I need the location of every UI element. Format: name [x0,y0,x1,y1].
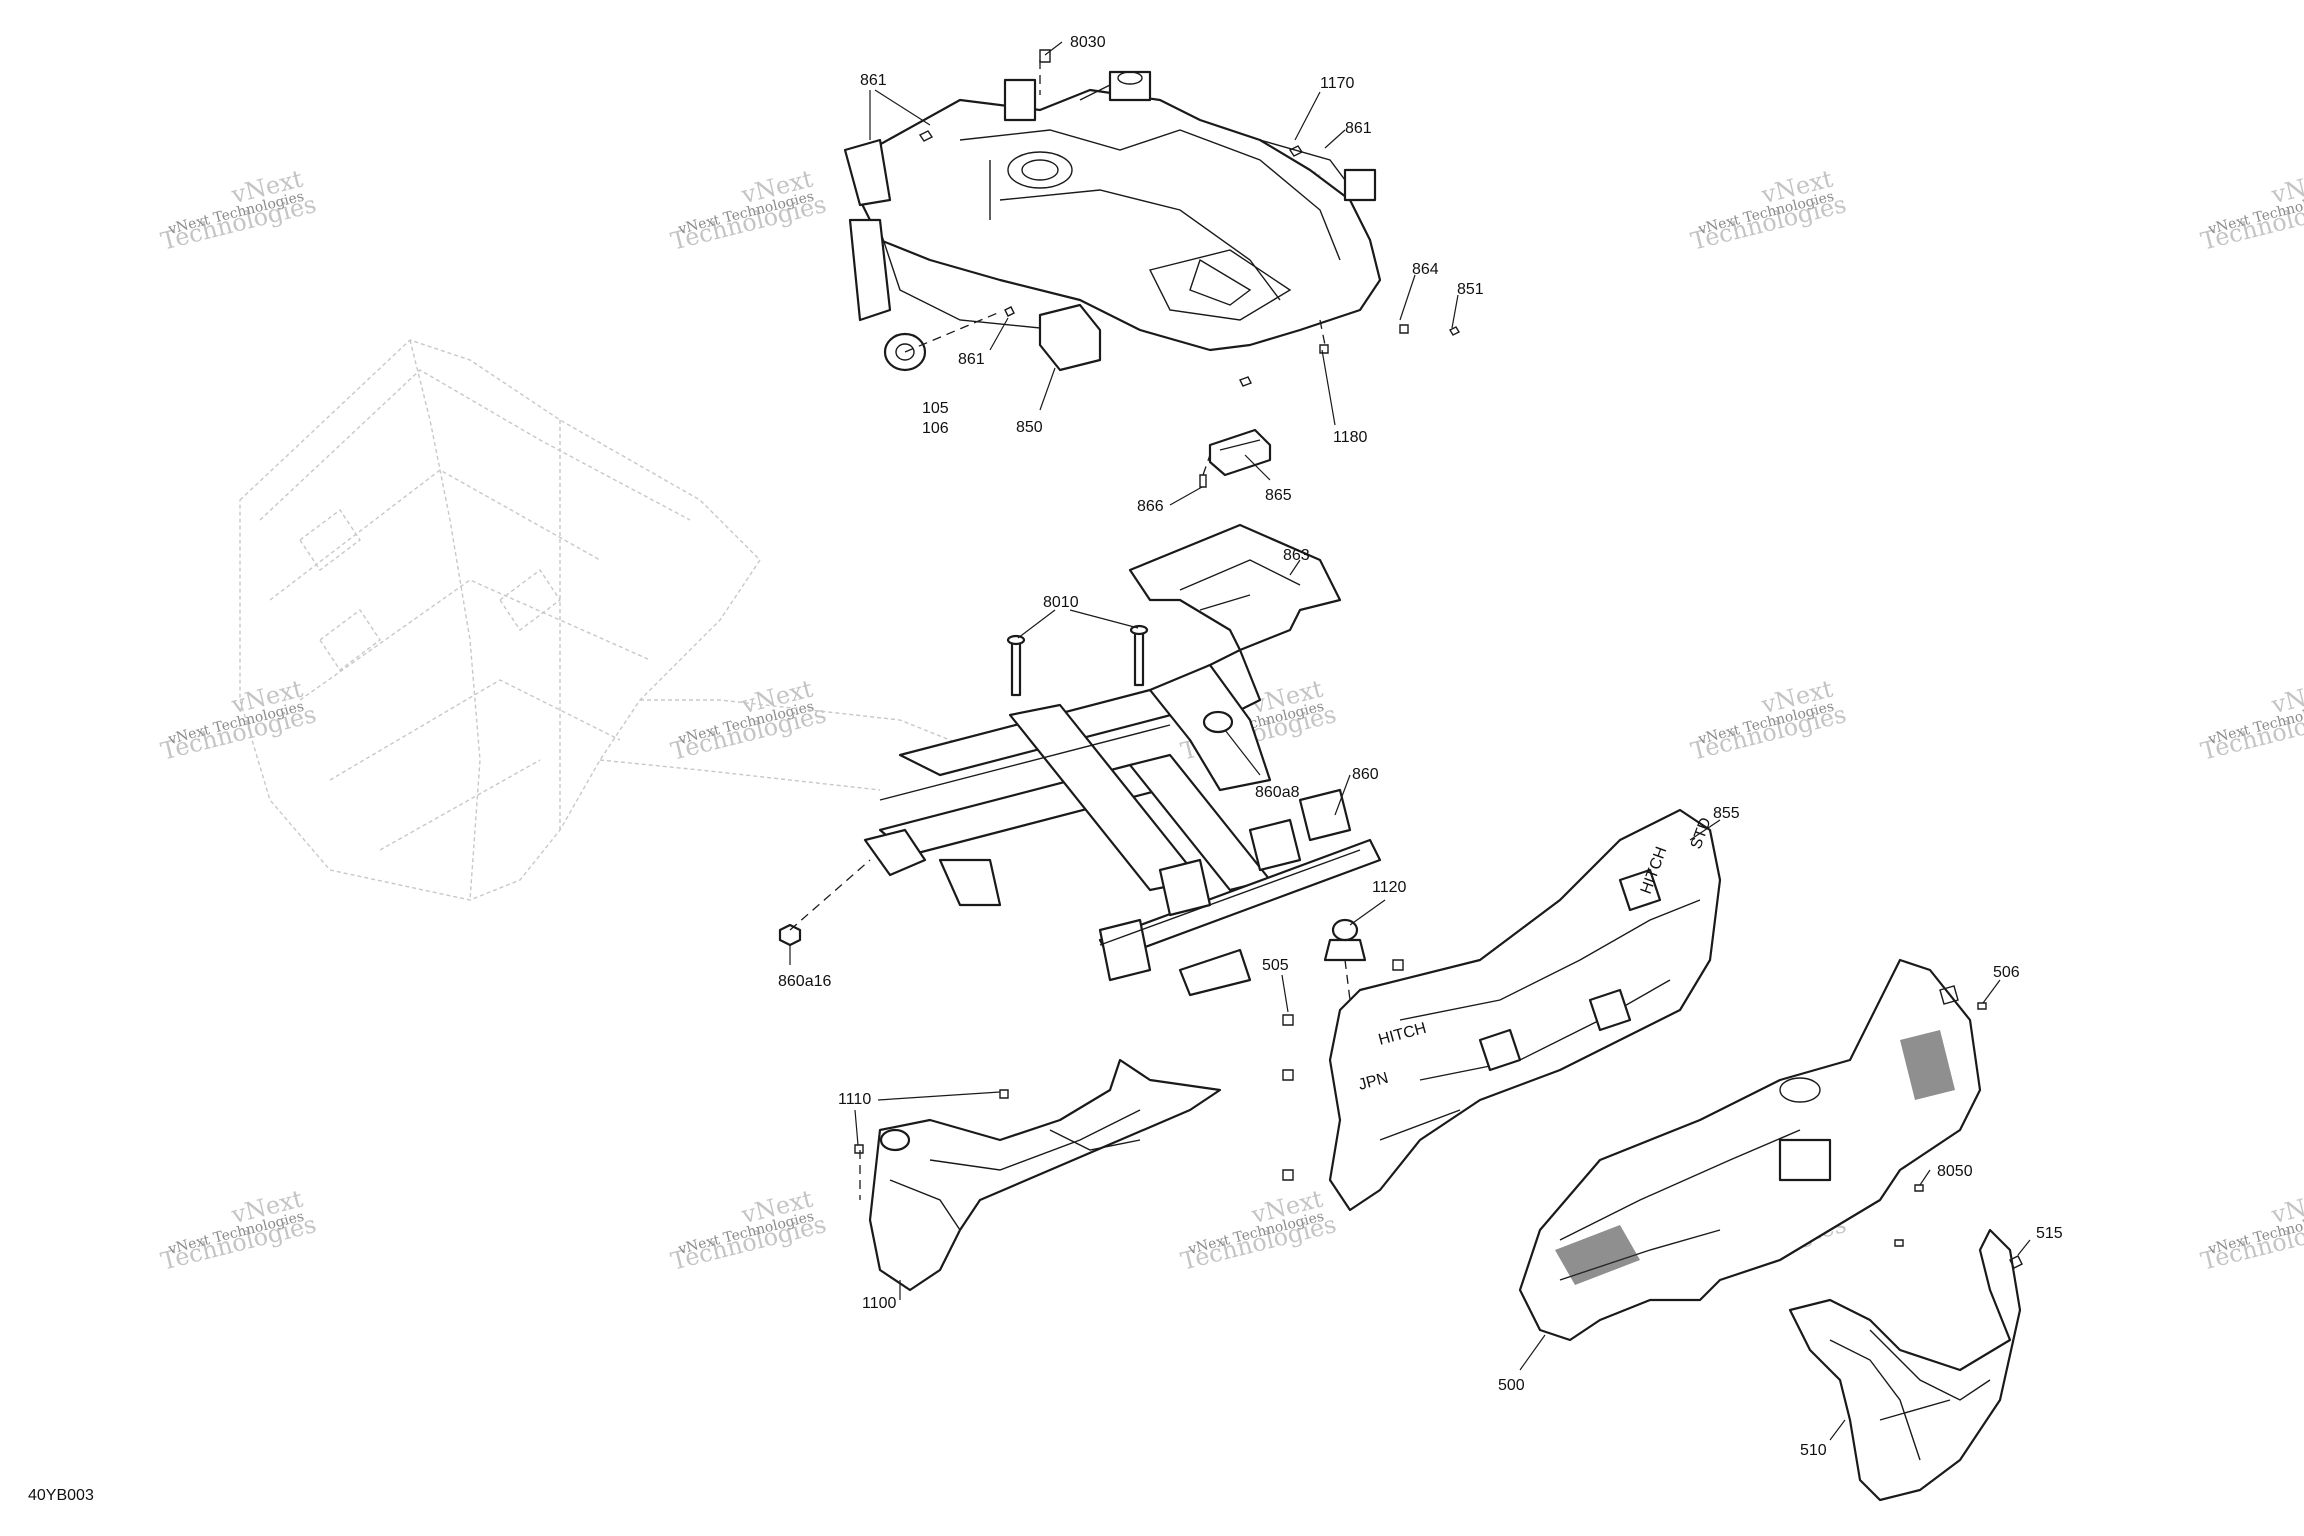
leader-lines [789,41,2031,1441]
callout-1120[interactable]: 1120 [1372,879,1407,896]
rear-mount-855: HITCH STD HITCH JPN [1282,808,1722,1212]
callout-863[interactable]: 863 [1283,547,1310,564]
callout-1180[interactable]: 1180 [1333,429,1368,446]
rear-fascia-500 [1518,958,1987,1342]
callout-1100[interactable]: 1100 [862,1295,897,1312]
callout-865[interactable]: 865 [1265,487,1292,504]
callout-855[interactable]: 855 [1713,805,1740,822]
callout-866[interactable]: 866 [1137,498,1164,515]
side-trim-510 [1788,1228,2023,1502]
bracket-865 [1199,428,1272,488]
callout-850[interactable]: 850 [1016,419,1043,436]
callout-8050[interactable]: 8050 [1937,1163,1973,1180]
callout-8030[interactable]: 8030 [1070,34,1106,51]
rear-cargo-tub [843,49,1460,387]
callout-505[interactable]: 505 [1262,957,1289,974]
callout-500[interactable]: 500 [1498,1377,1525,1394]
ghost-chassis-frame [239,339,1001,901]
callout-105[interactable]: 105 [922,400,949,417]
drawing-code: 40YB003 [28,1487,94,1504]
callout-861-mid[interactable]: 861 [958,351,985,368]
bumper-stop-1120 [1323,918,1367,1001]
callout-1170[interactable]: 1170 [1320,75,1355,92]
skid-plate-1100 [854,1058,1222,1292]
callout-515[interactable]: 515 [2036,1225,2063,1242]
callout-labels: 8030 861 1170 861 864 851 861 105 106 85… [778,34,2063,1459]
callout-860[interactable]: 860 [1352,766,1379,783]
callout-510[interactable]: 510 [1800,1442,1827,1459]
callout-851[interactable]: 851 [1457,281,1484,298]
callout-1110[interactable]: 1110 [838,1091,871,1108]
callout-8010[interactable]: 8010 [1043,594,1079,611]
callout-864[interactable]: 864 [1412,261,1439,278]
panel-863 [1128,523,1342,652]
hitch-frame-860 [778,624,1382,997]
callout-506[interactable]: 506 [1993,964,2020,981]
callout-106[interactable]: 106 [922,420,949,437]
callout-860a8[interactable]: 860a8 [1255,784,1300,801]
callout-861-top-left[interactable]: 861 [860,72,887,89]
callout-861-top-right[interactable]: 861 [1345,120,1372,137]
callout-860a16[interactable]: 860a16 [778,973,831,990]
